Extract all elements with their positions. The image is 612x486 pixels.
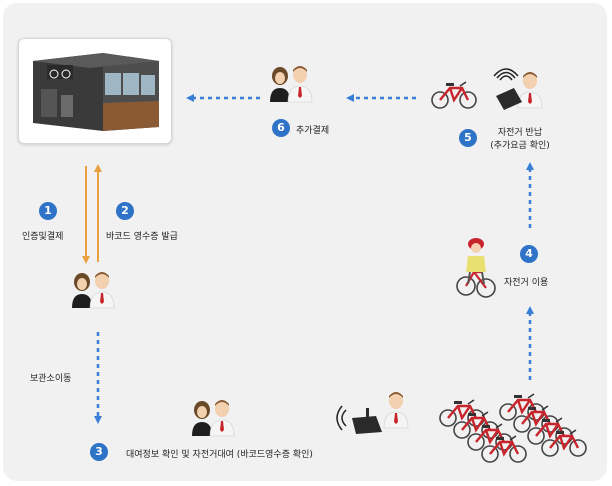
handheld-terminal-icon	[336, 405, 382, 434]
handheld-terminal-icon	[493, 68, 522, 110]
step-5-label-line1: 자전거 반납	[497, 128, 543, 138]
step-1-badge: 1	[39, 202, 57, 220]
cyclist-icon	[456, 238, 496, 298]
kiosk-frame	[18, 38, 172, 144]
step-6-label: 추가결제	[296, 126, 330, 136]
step-2-label: 바코드 영수증 발급	[106, 232, 178, 242]
staff-icon	[383, 392, 409, 429]
step-4-label: 자전거 이용	[504, 278, 549, 288]
bicycle-rack-icon	[438, 392, 588, 464]
staff-icon	[517, 72, 543, 109]
step-3-badge: 3	[90, 443, 108, 461]
kiosk-icon	[33, 53, 159, 131]
step-5-label-line2: (추가요금 확인)	[490, 141, 550, 151]
step-3-label: 대여정보 확인 및 자전거대여 (바코드영수증 확인)	[126, 450, 313, 460]
step-6-badge: 6	[272, 119, 290, 137]
transfer-label: 보관소이동	[30, 374, 72, 384]
step-1-label: 인증및결제	[22, 232, 64, 242]
step-4-badge: 4	[520, 245, 538, 263]
step-2-badge: 2	[116, 202, 134, 220]
bicycle-icon	[430, 80, 478, 110]
step-5-badge: 5	[459, 129, 477, 147]
